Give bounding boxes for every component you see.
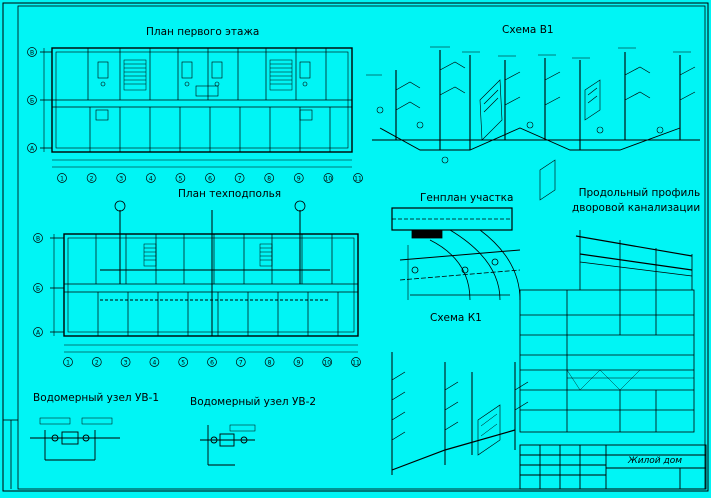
axis-number-plan1-3: 3: [119, 176, 123, 183]
axis-number-plan1-4: 4: [149, 176, 153, 183]
scheme-v1-isometric: [366, 46, 700, 201]
axis-letter-plan1-2: А: [30, 146, 35, 153]
axis-number-plan2-10-bubble: [322, 357, 333, 367]
axis-letter-plan1-0: В: [30, 50, 34, 57]
axis-number-plan2-1: 1: [66, 360, 70, 367]
axis-number-plan1-6: 6: [208, 176, 212, 183]
axis-number-plan1-9: 9: [297, 176, 301, 183]
axis-number-plan2-6-bubble: [207, 357, 217, 367]
axis-number-plan2-6: 6: [210, 360, 214, 367]
axis-number-plan2-9-bubble: [293, 357, 304, 367]
label-scheme-k1: Схема К1: [430, 312, 482, 324]
axis-number-plan1-5-bubble: [175, 173, 186, 183]
axis-letter-plan2-1: Б: [36, 286, 40, 293]
axis-number-plan1-5: 5: [178, 176, 182, 183]
label-meter-uv2: Водомерный узел УВ-2: [190, 396, 317, 408]
axis-letter-plan2-0-bubble: [33, 233, 43, 243]
site-plan: [391, 207, 521, 301]
axis-number-plan1-6-bubble: [205, 173, 215, 183]
axis-number-plan2-2-bubble: [91, 357, 102, 367]
axis-number-plan2-10: 10: [323, 360, 331, 367]
label-plan-underground: План техподполья: [178, 188, 282, 200]
sheet-frame: [2, 2, 709, 492]
axis-number-plan1-1-bubble: [57, 173, 67, 183]
label-plan-first-floor: План первого этажа: [146, 26, 260, 38]
title-block-title: Жилой дом: [628, 456, 683, 466]
plan-underground: [50, 200, 359, 353]
plan-first-floor: [40, 47, 353, 168]
axis-letter-plan1-0-bubble: [27, 47, 37, 57]
axis-number-plan2-3: 3: [124, 360, 128, 367]
axis-number-plan2-8-bubble: [264, 357, 275, 367]
axis-number-plan2-7: 7: [239, 360, 243, 367]
axis-number-plan1-1: 1: [60, 176, 64, 183]
axis-number-plan1-11: 11: [354, 176, 362, 183]
axis-number-plan2-5-bubble: [178, 357, 189, 367]
axis-number-plan1-8-bubble: [264, 173, 275, 183]
axis-number-plan2-3-bubble: [120, 357, 131, 367]
sheet-inner-frame: [17, 5, 706, 490]
axis-number-plan2-9: 9: [296, 360, 300, 367]
axis-letter-plan1-2-bubble: [27, 143, 37, 153]
label-profile: Продольный профиль дворовой канализации: [572, 187, 701, 214]
longitudinal-profile: [519, 230, 695, 433]
scheme-k1-isometric: [391, 352, 529, 475]
axis-number-plan2-11-bubble: [351, 357, 361, 367]
axis-letter-plan2-1-bubble: [33, 283, 43, 293]
axis-number-plan2-11: 11: [352, 360, 360, 367]
axis-number-plan1-7-bubble: [234, 173, 245, 183]
axis-number-plan2-7-bubble: [235, 357, 246, 367]
axis-number-plan1-4-bubble: [145, 173, 156, 183]
axis-number-plan1-11-bubble: [353, 173, 363, 183]
axis-letter-plan2-2: А: [36, 330, 41, 337]
axis-number-plan2-8: 8: [268, 360, 272, 367]
axis-number-plan2-2: 2: [95, 360, 99, 367]
label-meter-uv1: Водомерный узел УВ-1: [33, 392, 160, 404]
axis-number-plan1-8: 8: [267, 176, 271, 183]
label-scheme-v1: Схема В1: [502, 24, 554, 36]
axis-letter-plan1-1-bubble: [27, 95, 37, 105]
axis-number-plan1-10-bubble: [323, 173, 334, 183]
title-block: [519, 444, 707, 490]
axis-letter-plan2-2-bubble: [33, 327, 43, 337]
axis-number-plan1-2-bubble: [86, 173, 97, 183]
label-site-plan: Генплан участка: [420, 192, 514, 204]
meter-assembly-uv1: [30, 417, 120, 461]
axis-letter-plan2-0: В: [36, 236, 40, 243]
axis-number-plan2-5: 5: [181, 360, 185, 367]
axis-number-plan1-9-bubble: [293, 173, 304, 183]
axis-letter-plan1-1: Б: [30, 98, 34, 105]
axis-number-plan1-3-bubble: [116, 173, 127, 183]
axis-number-plan1-7: 7: [238, 176, 242, 183]
axis-number-plan2-4: 4: [152, 360, 156, 367]
axis-number-plan2-1-bubble: [63, 357, 73, 367]
meter-assembly-uv2: [200, 424, 256, 466]
axis-number-plan1-10: 10: [325, 176, 333, 183]
axis-number-plan2-4-bubble: [149, 357, 160, 367]
axis-number-plan1-2: 2: [90, 176, 94, 183]
